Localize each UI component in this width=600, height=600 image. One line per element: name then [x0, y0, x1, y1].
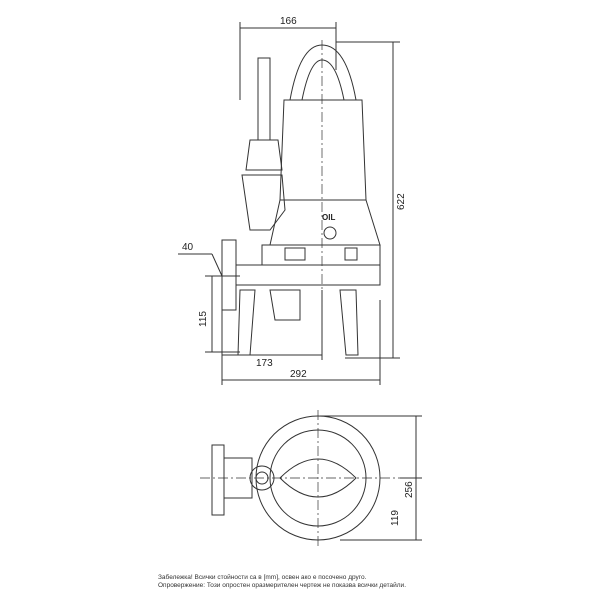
dim-292 — [221, 300, 381, 385]
note-line-2: Опровержение: Този опростен оразмерителе… — [158, 582, 406, 589]
dim-label-166: 166 — [280, 16, 297, 27]
dim-166 — [239, 22, 337, 100]
dim-label-115: 115 — [198, 311, 209, 327]
dim-622 — [336, 41, 400, 359]
oil-label: OIL — [322, 213, 335, 222]
dim-label-173: 173 — [256, 358, 273, 369]
note-line-1: Забележка! Всички стойности са в [mm], о… — [158, 574, 367, 581]
pump-side-view — [221, 44, 381, 356]
dim-40 — [178, 253, 223, 277]
dim-label-292: 292 — [290, 369, 307, 380]
dimension-labels: 166 622 40 115 173 292 256 119 OIL — [182, 16, 415, 526]
dim-label-40: 40 — [182, 242, 194, 253]
dim-label-256: 256 — [404, 481, 415, 498]
pump-plan-view — [200, 410, 422, 548]
dim-label-622: 622 — [396, 193, 407, 210]
dim-label-119: 119 — [390, 510, 401, 526]
